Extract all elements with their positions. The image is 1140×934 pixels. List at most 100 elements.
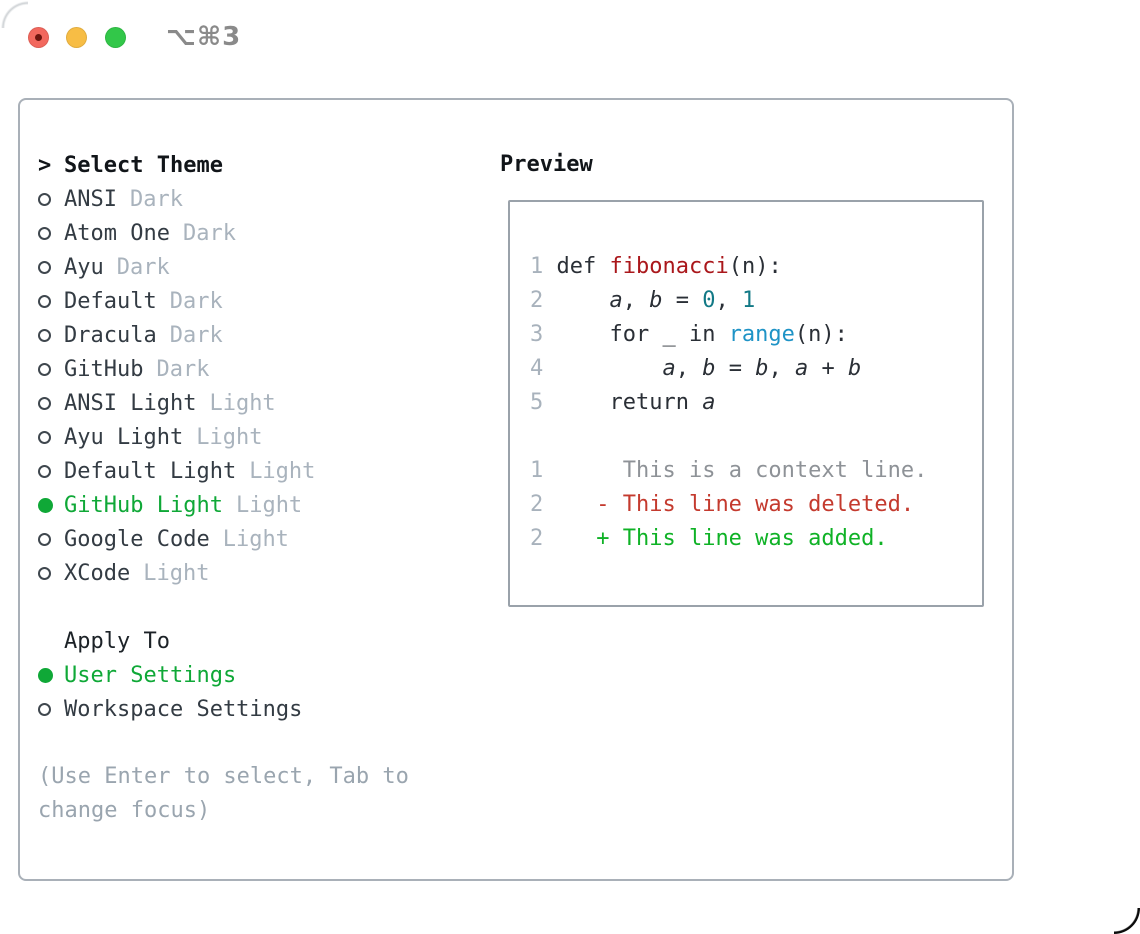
theme-name: ANSI Light bbox=[64, 390, 197, 416]
theme-variant: Dark bbox=[156, 356, 210, 382]
theme-variant: Dark bbox=[182, 220, 236, 246]
select-theme-header-label: Select Theme bbox=[64, 152, 223, 178]
selection-caret-icon: > bbox=[38, 152, 52, 178]
theme-option[interactable]: Ayu Dark bbox=[38, 250, 409, 284]
radio-cell bbox=[38, 192, 64, 206]
theme-variant: Light bbox=[222, 526, 289, 552]
radio-icon bbox=[38, 226, 51, 240]
radio-cell bbox=[38, 464, 64, 478]
hint-line: (Use Enter to select, Tab to bbox=[38, 764, 409, 789]
theme-option[interactable]: GitHub Light Light bbox=[38, 488, 409, 522]
apply-option[interactable]: Workspace Settings bbox=[38, 692, 409, 726]
theme-option[interactable]: ANSI Light Light bbox=[38, 386, 409, 420]
theme-name: Default Light bbox=[64, 458, 237, 484]
theme-option[interactable]: GitHub Dark bbox=[38, 352, 409, 386]
window-corner-top-left bbox=[0, 0, 28, 28]
theme-variant: Dark bbox=[116, 254, 170, 280]
theme-name: Ayu bbox=[64, 254, 104, 280]
code-line: 1 def fibonacci(n): bbox=[530, 254, 782, 279]
preview-header: Preview bbox=[500, 152, 593, 177]
theme-variant: Dark bbox=[169, 288, 223, 314]
theme-option[interactable]: Ayu Light Light bbox=[38, 420, 409, 454]
maximize-button[interactable] bbox=[105, 27, 126, 48]
theme-name: Dracula bbox=[64, 322, 157, 348]
radio-icon bbox=[38, 532, 51, 546]
radio-selected-icon bbox=[38, 497, 53, 513]
theme-name: Atom One bbox=[64, 220, 170, 246]
close-button-dot-icon bbox=[35, 34, 42, 41]
radio-icon bbox=[38, 464, 51, 478]
theme-option[interactable]: XCode Light bbox=[38, 556, 409, 590]
theme-variant: Light bbox=[196, 424, 263, 450]
minimize-button[interactable] bbox=[66, 27, 87, 48]
theme-name: Google Code bbox=[64, 526, 210, 552]
radio-icon bbox=[38, 430, 51, 444]
spacer bbox=[38, 726, 409, 760]
radio-cell bbox=[38, 362, 64, 376]
radio-cell bbox=[38, 294, 64, 308]
radio-icon bbox=[38, 702, 51, 716]
radio-cell bbox=[38, 260, 64, 274]
apply-option[interactable]: User Settings bbox=[38, 658, 409, 692]
radio-icon bbox=[38, 192, 51, 206]
code-line: 4 a, b = b, a + b bbox=[530, 356, 862, 381]
code-line: 2 + This line was added. bbox=[530, 526, 888, 551]
theme-option[interactable]: Google Code Light bbox=[38, 522, 409, 556]
code-line: 2 - This line was deleted. bbox=[530, 492, 915, 517]
apply-option-label: User Settings bbox=[64, 662, 237, 688]
hint-text: (Use Enter to select, Tab to change focus… bbox=[38, 760, 409, 828]
apply-to-header-label: Apply To bbox=[64, 628, 170, 654]
radio-cell bbox=[38, 702, 64, 716]
apply-to-header: Apply To bbox=[38, 624, 409, 658]
radio-cell bbox=[38, 396, 64, 410]
theme-variant: Dark bbox=[169, 322, 223, 348]
radio-selected-icon bbox=[38, 667, 53, 683]
radio-cell bbox=[38, 566, 64, 580]
theme-variant: Dark bbox=[129, 186, 183, 212]
radio-cell bbox=[38, 667, 64, 683]
theme-option[interactable]: Default Dark bbox=[38, 284, 409, 318]
preview-code: 1 def fibonacci(n): 2 a, b = 0, 1 3 for _ … bbox=[510, 202, 982, 556]
theme-option[interactable]: Atom One Dark bbox=[38, 216, 409, 250]
radio-cell bbox=[38, 226, 64, 240]
window-corner-bottom-right bbox=[1114, 908, 1140, 934]
radio-icon bbox=[38, 294, 51, 308]
theme-name: Default bbox=[64, 288, 157, 314]
radio-icon bbox=[38, 396, 51, 410]
radio-cell bbox=[38, 430, 64, 444]
code-line: 2 a, b = 0, 1 bbox=[530, 288, 756, 313]
radio-icon bbox=[38, 260, 51, 274]
theme-name: Ayu Light bbox=[64, 424, 184, 450]
radio-icon bbox=[38, 328, 51, 342]
close-button[interactable] bbox=[28, 27, 49, 48]
code-line: 3 for _ in range(n): bbox=[530, 322, 848, 347]
theme-name: XCode bbox=[64, 560, 131, 586]
radio-icon bbox=[38, 566, 51, 580]
radio-cell bbox=[38, 328, 64, 342]
preview-box: 1 def fibonacci(n): 2 a, b = 0, 1 3 for _ … bbox=[508, 200, 984, 607]
theme-variant: Light bbox=[235, 492, 303, 518]
theme-name: GitHub Light bbox=[64, 492, 223, 518]
apply-option-label: Workspace Settings bbox=[64, 696, 303, 722]
theme-name: GitHub bbox=[64, 356, 144, 382]
hint-line: change focus) bbox=[38, 798, 211, 823]
radio-icon bbox=[38, 362, 51, 376]
theme-variant: Light bbox=[209, 390, 276, 416]
radio-cell bbox=[38, 532, 64, 546]
radio-cell bbox=[38, 497, 64, 513]
code-line: 1 This is a context line. bbox=[530, 458, 928, 483]
code-line: 5 return a bbox=[530, 390, 716, 415]
select-theme-header: > Select Theme bbox=[38, 148, 409, 182]
theme-option[interactable]: Dracula Dark bbox=[38, 318, 409, 352]
window-title-shortcut: ⌥⌘3 bbox=[166, 22, 242, 52]
theme-variant: Light bbox=[143, 560, 210, 586]
spacer bbox=[38, 590, 409, 624]
code-line bbox=[530, 420, 982, 454]
